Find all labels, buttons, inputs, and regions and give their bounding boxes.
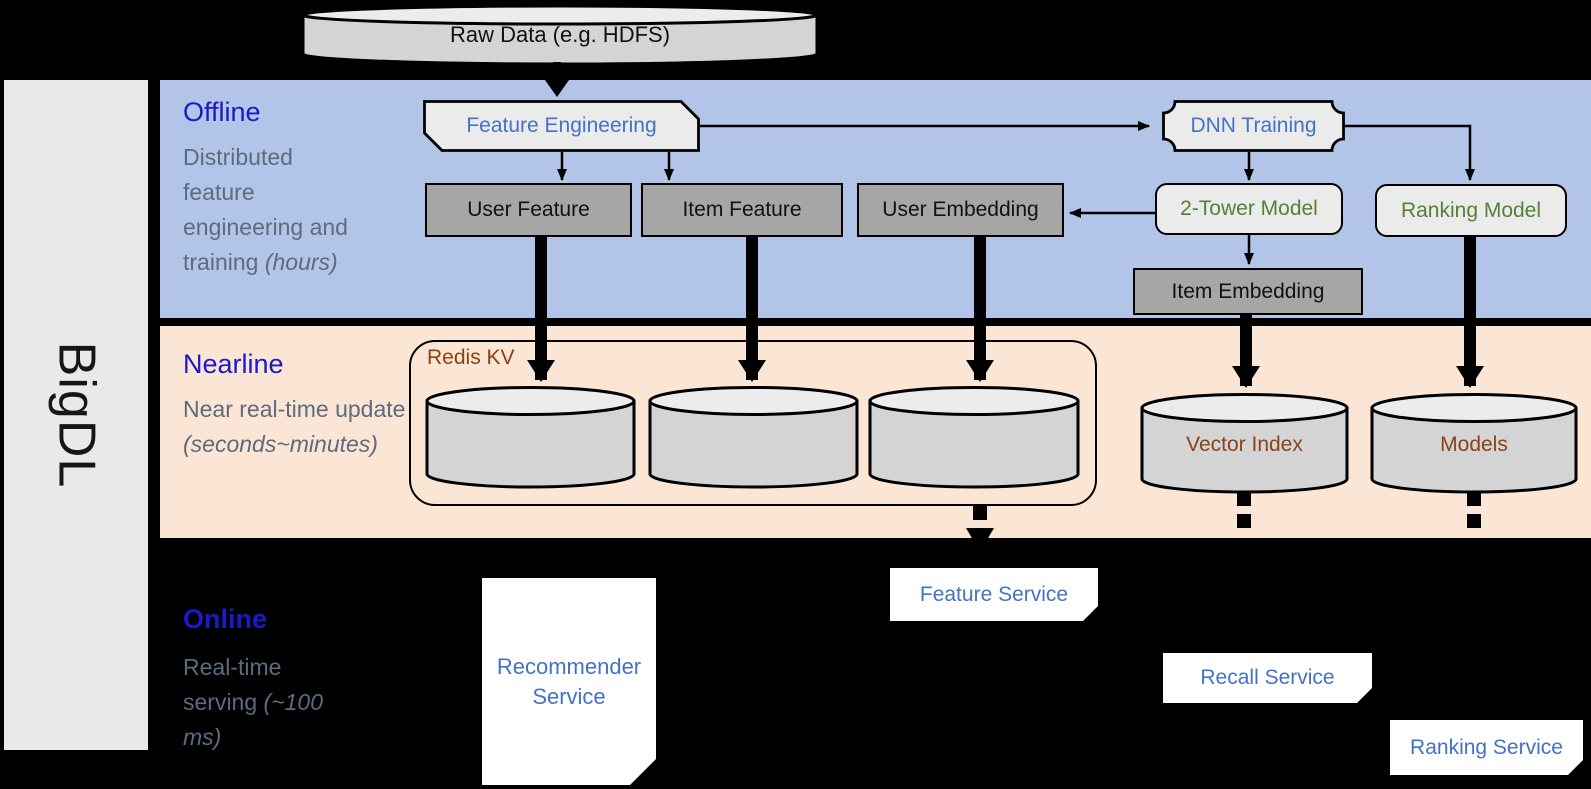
raw-data-cylinder xyxy=(301,4,819,66)
redis-cylinder-1 xyxy=(425,386,636,489)
nearline-description: Near real-time update (seconds~minutes) xyxy=(183,396,406,457)
two-tower-model-box: 2-Tower Model xyxy=(1155,183,1343,235)
user-feature-box: User Feature xyxy=(425,183,632,237)
bigdl-sidebar: BigDL xyxy=(4,80,148,750)
ranking-service-card: Ranking Service xyxy=(1390,720,1583,775)
nearline-heading: Nearline xyxy=(183,349,284,379)
offline-description: Distributed feature engineering and trai… xyxy=(183,144,348,275)
recall-service-card: Recall Service xyxy=(1163,653,1372,703)
redis-cylinder-2 xyxy=(648,386,859,489)
ranking-model-box: Ranking Model xyxy=(1375,184,1567,237)
vector-index-cylinder xyxy=(1140,393,1349,494)
item-feature-box: Item Feature xyxy=(641,183,843,237)
item-embedding-box: Item Embedding xyxy=(1133,268,1363,315)
feature-service-card: Feature Service xyxy=(890,568,1098,621)
redis-kv-label: Redis KV xyxy=(427,346,515,369)
online-description: Real-time serving (~100 ms) xyxy=(183,654,324,750)
online-heading: Online xyxy=(183,604,268,634)
models-cylinder xyxy=(1370,393,1578,494)
feature-engineering-shape xyxy=(423,100,700,152)
redis-cylinder-3 xyxy=(868,386,1080,489)
user-embedding-box: User Embedding xyxy=(857,183,1064,237)
offline-heading: Offline xyxy=(183,97,261,127)
bigdl-vertical-label: BigDL xyxy=(47,341,106,489)
recommender-service-card: Recommender Service xyxy=(482,578,656,785)
dnn-training-shape xyxy=(1162,100,1345,152)
